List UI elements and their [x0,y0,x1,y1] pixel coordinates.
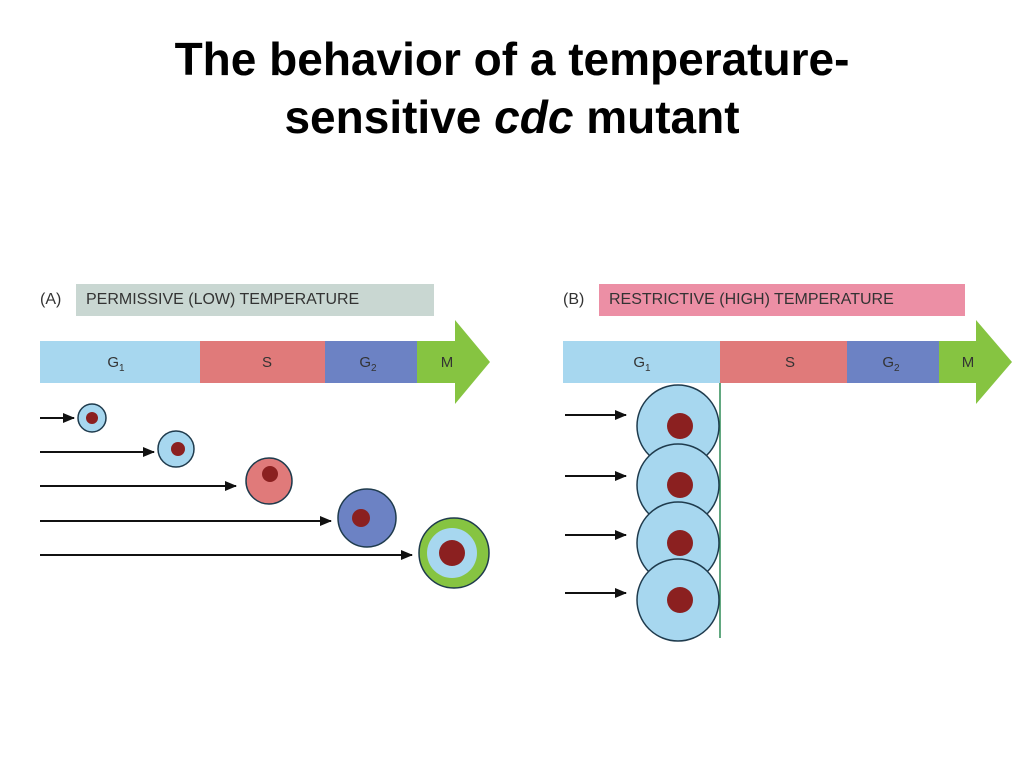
panel-b-phase-bar: G1 S G2 M [563,320,1012,404]
panel-a-s-label: S [262,354,272,371]
slide-title: The behavior of a temperature- sensitive… [0,30,1024,146]
panel-a-cells [40,403,490,589]
panel-a-g2-label: G2 [359,354,377,374]
panel-b-g2-segment [847,341,939,383]
panel-b-letter: (B) [563,291,585,308]
panel-a-m-label: M [441,354,454,371]
panel-a-g1-segment [40,341,200,383]
panel-b-condition: RESTRICTIVE (HIGH) TEMPERATURE [599,284,965,316]
panel-a-condition: PERMISSIVE (LOW) TEMPERATURE [76,284,434,316]
title-italic-gene: cdc [494,91,574,143]
cell-nucleus [667,472,693,498]
title-line-1: The behavior of a temperature- [174,33,850,85]
title-line-2-end: mutant [573,91,740,143]
panel-b-cells [565,383,721,642]
cell-nucleus [667,587,693,613]
panel-a-g2-segment [325,341,417,383]
panel-b-m-label: M [962,354,975,371]
panel-a-s-segment [200,341,325,383]
panel-a-m-arrow [417,320,490,404]
title-line-2-start: sensitive [284,91,495,143]
panel-a-g1-label: G1 [107,354,125,374]
title-line-2: sensitive cdc mutant [0,88,1024,146]
panel-a-phase-bar: G1 S G2 M [40,320,490,404]
panel-b-g1-segment [563,341,720,383]
cell-nucleus [667,413,693,439]
cell-nucleus [439,540,465,566]
cell-nucleus [171,442,185,456]
panel-b-g1-label: G1 [633,354,651,374]
panel-b-m-arrow [939,320,1012,404]
panel-a-letter: (A) [40,291,62,308]
cell-nucleus [352,509,370,527]
panel-b-s-label: S [785,354,795,371]
panel-b-s-segment [720,341,847,383]
panel-b-g2-label: G2 [882,354,900,374]
cell-nucleus [86,412,98,424]
cell-nucleus [667,530,693,556]
cell-nucleus [262,466,278,482]
